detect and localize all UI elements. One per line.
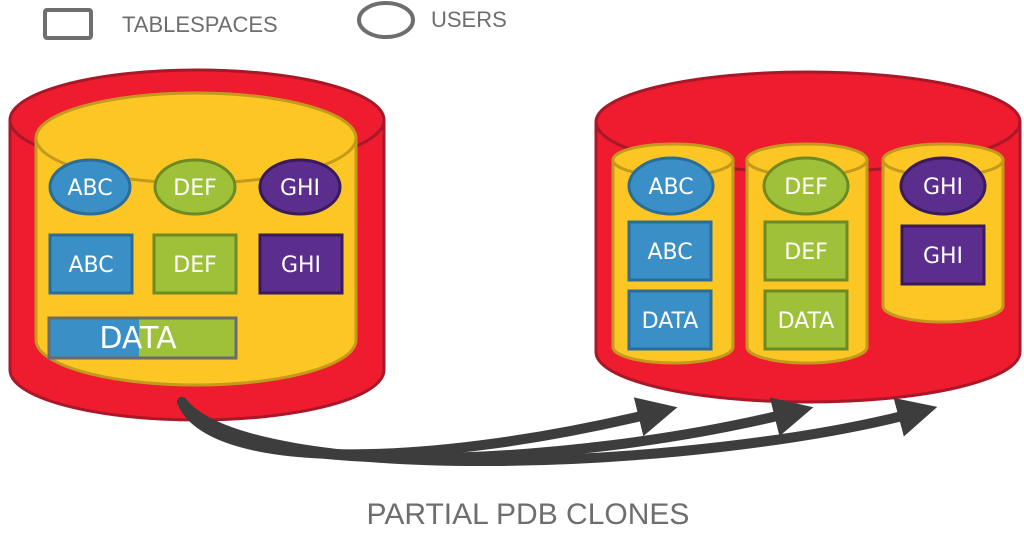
clone-abc-user-label: ABC xyxy=(648,175,693,200)
clone-def-user xyxy=(762,156,850,216)
clone-def-user-label: DEF xyxy=(784,175,828,200)
target-container-database: ABC ABC DATA DEF DEF DATA GHI GHI xyxy=(594,70,1022,404)
legend-tablespace-swatch xyxy=(43,8,93,40)
source-data-label: DATA xyxy=(99,321,177,356)
clone-abc-data-tablespace xyxy=(627,289,713,351)
clone-ghi-tablespace xyxy=(900,224,986,286)
clone-ghi-user-label: GHI xyxy=(923,175,963,200)
clone-arrows xyxy=(177,397,938,467)
diagram-caption: PARTIAL PDB CLONES xyxy=(367,498,690,531)
source-user-def-label: DEF xyxy=(173,176,217,201)
clone-abc-tablespace-label: ABC xyxy=(647,240,692,265)
source-pdb: ABC DEF GHI ABC DEF GHI DATA xyxy=(34,91,358,387)
clone-arrow-to-ghi xyxy=(177,397,938,467)
clone-ghi-user xyxy=(899,156,987,216)
source-user-abc-label: ABC xyxy=(67,176,112,201)
source-tablespace-abc-label: ABC xyxy=(68,253,113,278)
source-data-outline xyxy=(47,316,238,360)
source-container-database: ABC DEF GHI ABC DEF GHI DATA xyxy=(8,68,386,422)
source-tablespace-def-label: DEF xyxy=(173,253,217,278)
legend-users-label: USERS xyxy=(431,7,507,32)
legend-tablespaces-label: TABLESPACES xyxy=(122,12,278,37)
clone-abc-user xyxy=(627,156,715,216)
clone-abc-data-label: DATA xyxy=(642,309,699,334)
source-data-blue-part xyxy=(49,318,139,358)
source-user-ghi-label: GHI xyxy=(280,176,320,201)
clone-pdb-ghi: GHI GHI xyxy=(881,142,1005,324)
source-data-green-part xyxy=(139,318,236,358)
source-tablespace-data: DATA xyxy=(47,316,238,360)
clone-ghi-tablespace-label: GHI xyxy=(923,244,963,269)
clone-pdb-def: DEF DEF DATA xyxy=(745,142,869,365)
clone-def-tablespace-label: DEF xyxy=(784,240,828,265)
clone-def-data-tablespace xyxy=(763,289,849,351)
source-user-ghi xyxy=(258,158,342,216)
clone-pdb-abc: ABC ABC DATA xyxy=(611,142,735,365)
source-tablespace-ghi xyxy=(258,233,344,295)
clone-def-data-label: DATA xyxy=(778,309,835,334)
source-tablespace-abc xyxy=(48,233,134,295)
source-user-def xyxy=(153,158,237,216)
clone-abc-tablespace xyxy=(627,220,713,282)
clone-def-tablespace xyxy=(763,220,849,282)
source-tablespace-ghi-label: GHI xyxy=(281,253,321,278)
legend: TABLESPACES USERS xyxy=(43,1,507,40)
source-tablespace-def xyxy=(152,233,238,295)
legend-user-swatch xyxy=(357,1,415,39)
source-user-abc xyxy=(48,158,132,216)
